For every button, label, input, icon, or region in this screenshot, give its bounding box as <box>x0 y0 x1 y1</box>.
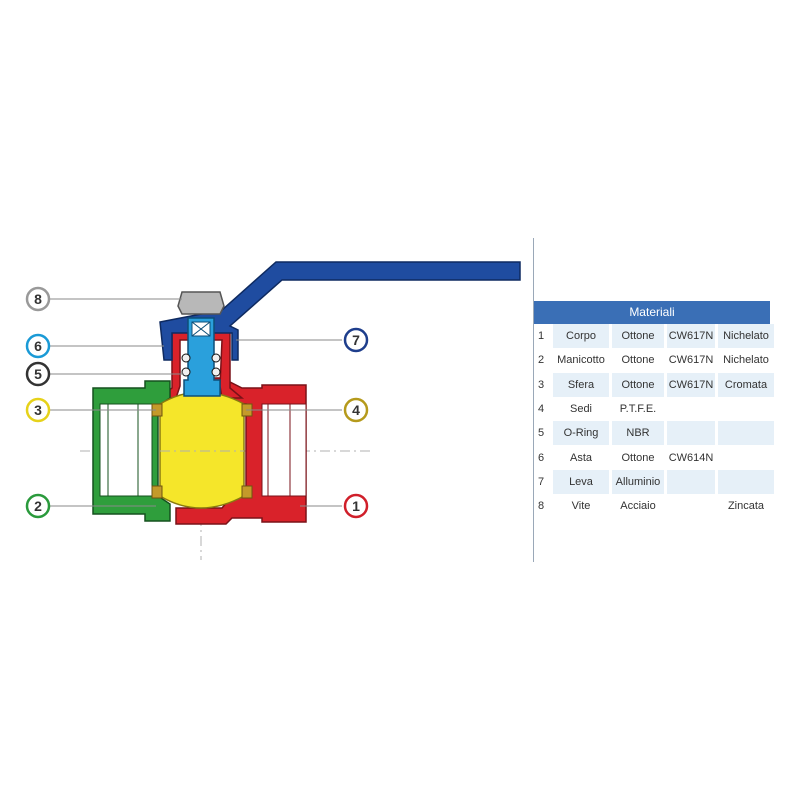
callout-8: 8 <box>25 286 51 312</box>
row-number-cell: 6 <box>538 451 545 464</box>
material-cell: Ottone <box>609 445 666 470</box>
material-cell: Acciaio <box>609 494 666 519</box>
grade-cell: CW617N <box>664 324 717 349</box>
svg-text:4: 4 <box>352 402 360 418</box>
callout-2: 2 <box>25 493 51 519</box>
svg-text:1: 1 <box>352 498 360 514</box>
part-name-cell: Vite <box>550 494 611 519</box>
grade-cell <box>664 421 717 446</box>
table-title: Materiali <box>534 301 770 324</box>
callout-4: 4 <box>343 397 369 423</box>
o-rings <box>181 353 221 377</box>
material-cell: Ottone <box>609 324 666 349</box>
grade-cell <box>664 396 717 422</box>
part-name-cell: O-Ring <box>550 421 611 446</box>
finish-cell <box>715 445 774 470</box>
ball <box>159 391 245 509</box>
part-name-cell: Sedi <box>550 396 611 422</box>
right-thread <box>267 404 291 496</box>
callout-1: 1 <box>343 493 369 519</box>
finish-cell: Nichelato <box>715 324 774 349</box>
callout-6: 6 <box>25 333 51 359</box>
finish-cell: Cromata <box>715 372 774 397</box>
part-name-cell: Asta <box>550 445 611 470</box>
seat-bottom-left <box>151 485 163 499</box>
grade-cell <box>664 494 717 519</box>
left-thread <box>107 404 139 496</box>
material-cell: Ottone <box>609 372 666 397</box>
material-cell: Alluminio <box>609 469 666 495</box>
seat-bottom-right <box>241 485 253 499</box>
vertical-divider <box>533 238 534 562</box>
material-cell: Ottone <box>609 348 666 373</box>
part-name-cell: Corpo <box>550 324 611 349</box>
body-bore <box>261 403 307 497</box>
svg-text:8: 8 <box>34 291 42 307</box>
stem <box>183 317 221 397</box>
screw-nut <box>177 291 225 315</box>
callout-5: 5 <box>25 361 51 387</box>
part-name-cell: Leva <box>550 469 611 495</box>
valve-diagram: 8 6 5 3 2 7 4 1 <box>25 261 521 560</box>
lever <box>159 261 521 361</box>
row-number-cell: 7 <box>538 475 545 488</box>
leader-lines <box>50 298 342 507</box>
row-number-cell: 1 <box>538 330 545 343</box>
grade-cell: CW617N <box>664 372 717 397</box>
sleeve-bore <box>99 403 153 497</box>
svg-text:7: 7 <box>352 332 360 348</box>
svg-text:3: 3 <box>34 402 42 418</box>
svg-text:6: 6 <box>34 338 42 354</box>
callout-7: 7 <box>343 327 369 353</box>
row-number-cell: 2 <box>538 354 545 367</box>
row-number-cell: 4 <box>538 403 545 416</box>
svg-text:5: 5 <box>34 366 42 382</box>
grade-cell: CW617N <box>664 348 717 373</box>
finish-cell: Zincata <box>715 494 774 519</box>
row-number-cell: 3 <box>538 378 545 391</box>
row-number-cell: 8 <box>538 500 545 513</box>
finish-cell <box>715 421 774 446</box>
part-name-cell: Sfera <box>550 372 611 397</box>
finish-cell <box>715 469 774 495</box>
callout-3: 3 <box>25 397 51 423</box>
grade-cell: CW614N <box>664 445 717 470</box>
material-cell: NBR <box>609 421 666 446</box>
part-name-cell: Manicotto <box>550 348 611 373</box>
finish-cell: Nichelato <box>715 348 774 373</box>
grade-cell <box>664 469 717 495</box>
material-cell: P.T.F.E. <box>609 396 666 422</box>
svg-text:2: 2 <box>34 498 42 514</box>
row-number-cell: 5 <box>538 427 545 440</box>
finish-cell <box>715 396 774 422</box>
